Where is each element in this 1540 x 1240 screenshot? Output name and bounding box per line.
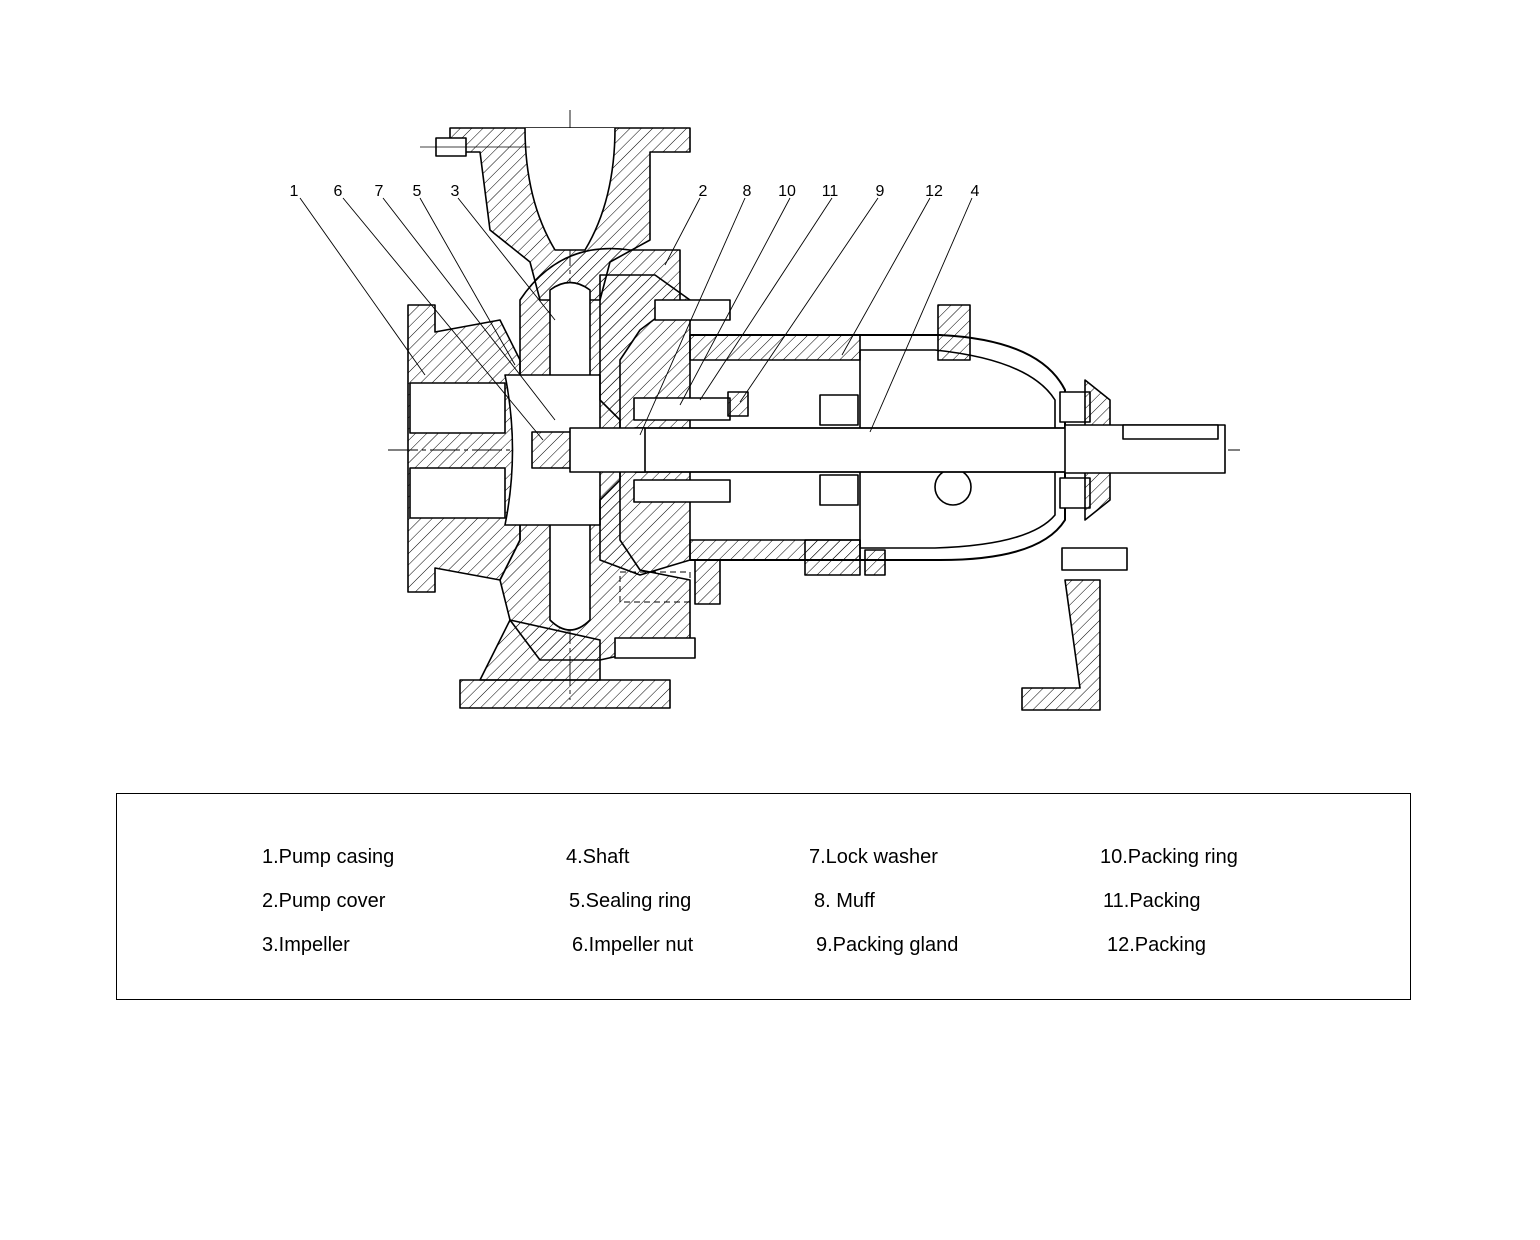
callout-label: 4 [971, 183, 980, 200]
pump-cross-section-drawing: 1 6 7 5 3 2 8 10 11 9 12 4 [290, 110, 1240, 711]
shaft-keyway [1122, 424, 1219, 440]
legend-item-packing-ring: 10.Packing ring [1100, 846, 1238, 868]
bearing-frame [690, 334, 1066, 561]
oil-sight-glass [934, 468, 972, 506]
suction-flange [407, 304, 521, 593]
packing-rings-lower [633, 479, 731, 503]
legend-item-lock-washer: 7.Lock washer [809, 846, 938, 868]
leader-2 [664, 197, 701, 266]
legend-item-impeller-nut: 6.Impeller nut [572, 934, 694, 956]
leader-11 [699, 197, 833, 401]
callout-label: 3 [451, 183, 460, 200]
leader-6 [342, 197, 544, 441]
leader-3 [457, 197, 556, 321]
drain-plug [864, 549, 886, 576]
leader-7 [382, 197, 556, 421]
impeller-nut [531, 431, 573, 469]
callout-label: 1 [290, 183, 299, 200]
leader-8 [639, 197, 746, 436]
legend-item-shaft: 4.Shaft [566, 846, 630, 868]
leader-10 [679, 197, 791, 406]
suction-bore-lower [409, 467, 506, 519]
callout-label: 5 [413, 183, 422, 200]
leader-12 [841, 197, 931, 356]
inboard-bearing-upper [819, 394, 859, 426]
leader-5 [419, 197, 516, 366]
inboard-bearing-lower [819, 474, 859, 506]
legend-item-sealing-ring: 5.Sealing ring [569, 890, 692, 912]
shaft-sleeve [569, 427, 646, 473]
parts-legend: 1.Pump casing 2.Pump cover 3.Impeller 4.… [116, 793, 1411, 1000]
shaft-main [634, 427, 1071, 473]
casing-foot [459, 679, 671, 709]
callout-label: 9 [876, 183, 885, 200]
lower-cover-bolt [614, 637, 696, 659]
leader-9 [739, 197, 879, 403]
leader-lines [299, 197, 973, 441]
legend-item-packing-11: 11.Packing [1103, 890, 1201, 912]
callout-label: 6 [334, 183, 343, 200]
frame-foot-left [694, 559, 721, 605]
callout-label: 10 [778, 183, 796, 200]
packing-gland [727, 391, 749, 417]
casing-foot-web [479, 619, 601, 681]
discharge-bore [524, 127, 616, 251]
callout-label: 11 [822, 183, 839, 200]
support-foot [1021, 579, 1101, 711]
suction-bore [409, 382, 506, 434]
leader-1 [299, 197, 426, 376]
leader-4 [869, 197, 973, 433]
frame-foot-mid [804, 539, 861, 576]
breather-cap [937, 304, 971, 361]
callout-label: 2 [699, 183, 708, 200]
legend-item-muff: 8. Muff [814, 890, 875, 912]
hidden-feature [619, 571, 691, 603]
support-bolt [1061, 547, 1128, 571]
callout-label: 7 [375, 183, 384, 200]
callout-label: 8 [743, 183, 752, 200]
callout-labels: 1 6 7 5 3 2 8 10 11 9 12 4 [290, 183, 980, 200]
legend-item-impeller: 3.Impeller [262, 934, 350, 956]
legend-item-packing-gland: 9.Packing gland [816, 934, 959, 956]
legend-item-pump-cover: 2.Pump cover [262, 890, 386, 912]
bearing-frame-wall-upper [689, 334, 861, 361]
impeller-lower [549, 499, 591, 631]
legend-item-pump-casing: 1.Pump casing [262, 846, 395, 868]
callout-label: 12 [925, 183, 943, 200]
legend-item-packing-12: 12.Packing [1107, 934, 1206, 956]
